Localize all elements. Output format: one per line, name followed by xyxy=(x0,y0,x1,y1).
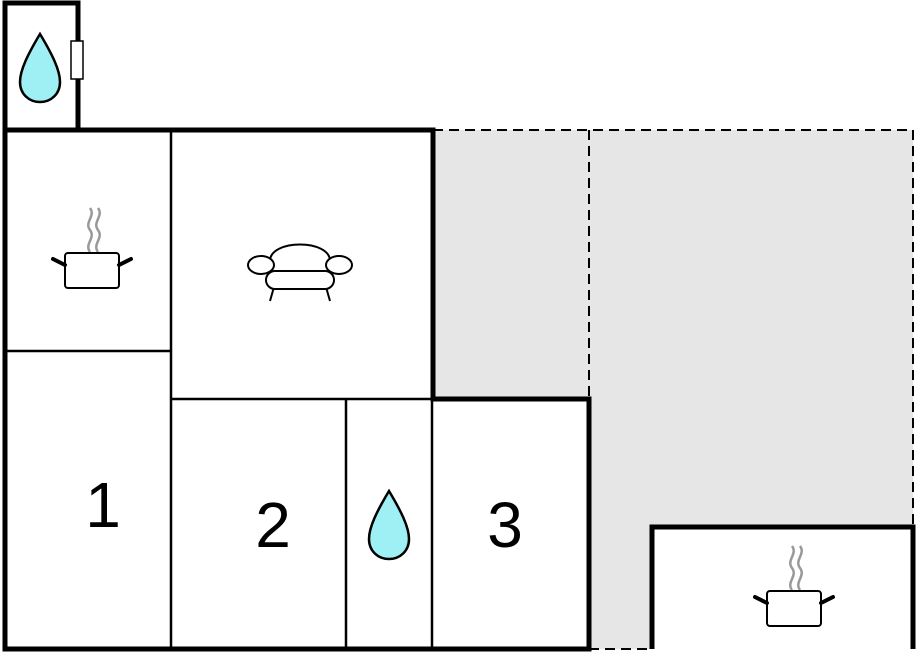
sofa-icon xyxy=(247,243,353,302)
room-label-2: 2 xyxy=(255,489,291,561)
annex-outline xyxy=(649,524,916,649)
window-marker xyxy=(70,40,84,80)
terrace-fill xyxy=(433,130,913,649)
cooking-pot-icon xyxy=(51,207,133,289)
cooking-pot-icon xyxy=(753,545,835,627)
room-label-3: 3 xyxy=(487,489,523,561)
water-drop-icon xyxy=(367,488,411,561)
room-label-1: 1 xyxy=(85,469,121,541)
water-drop-icon xyxy=(18,31,62,104)
terrace-area xyxy=(433,129,914,650)
terrace-dashed-outline xyxy=(433,129,914,650)
interior-walls xyxy=(5,130,434,649)
